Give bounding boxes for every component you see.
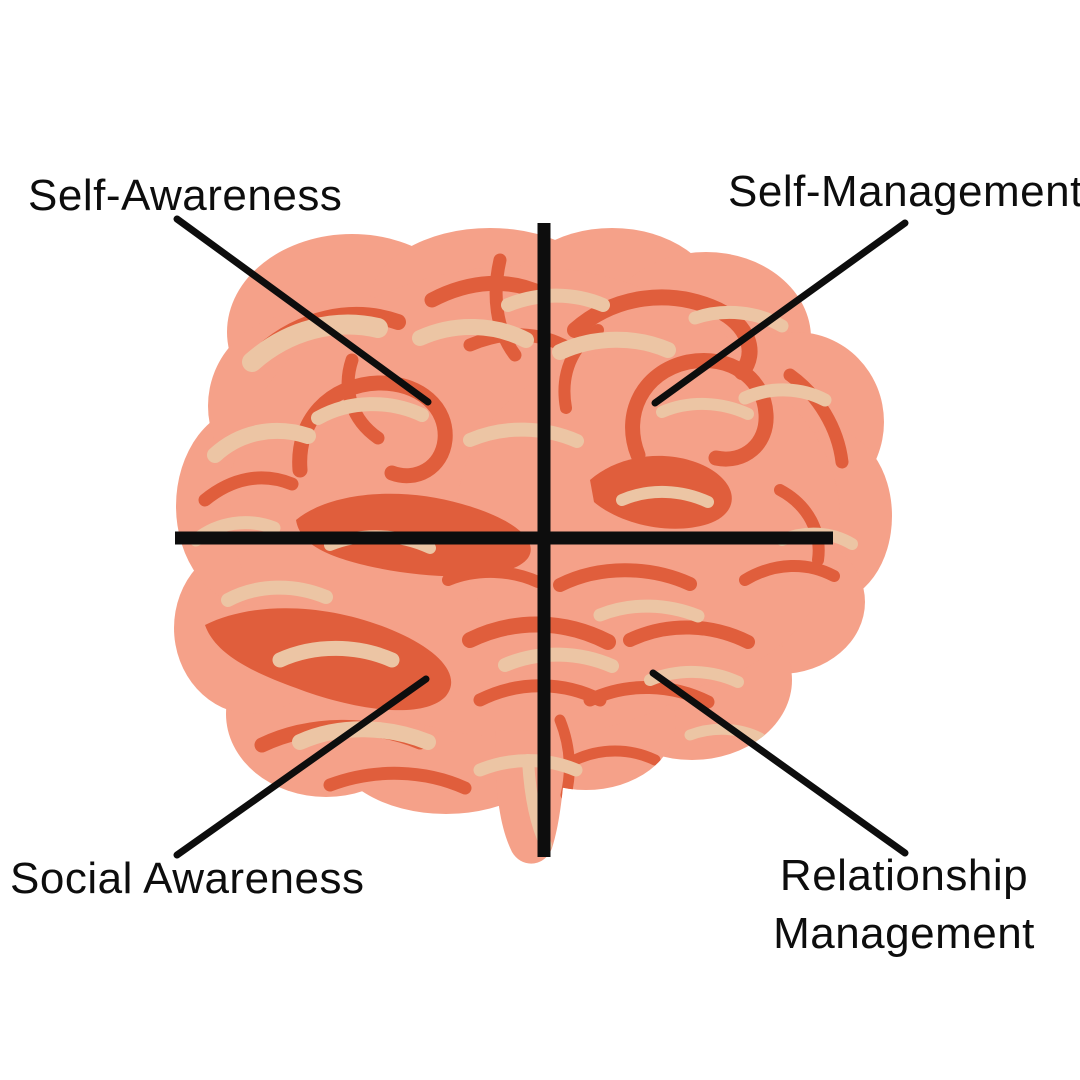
label-relationship-management-line1: Relationship [779,851,1029,900]
self-management-pointer-line [651,219,909,407]
social-awareness-pointer-line [173,675,430,859]
label-self-awareness: Self-Awareness [28,171,343,220]
label-social-awareness: Social Awareness [10,854,365,903]
label-relationship-management: Relationship Management [773,847,1035,963]
relationship-management-pointer-line [649,669,909,857]
label-relationship-management-line2: Management [773,909,1035,959]
self-awareness-pointer-line [173,215,432,406]
label-self-management: Self-Management [728,167,1080,216]
